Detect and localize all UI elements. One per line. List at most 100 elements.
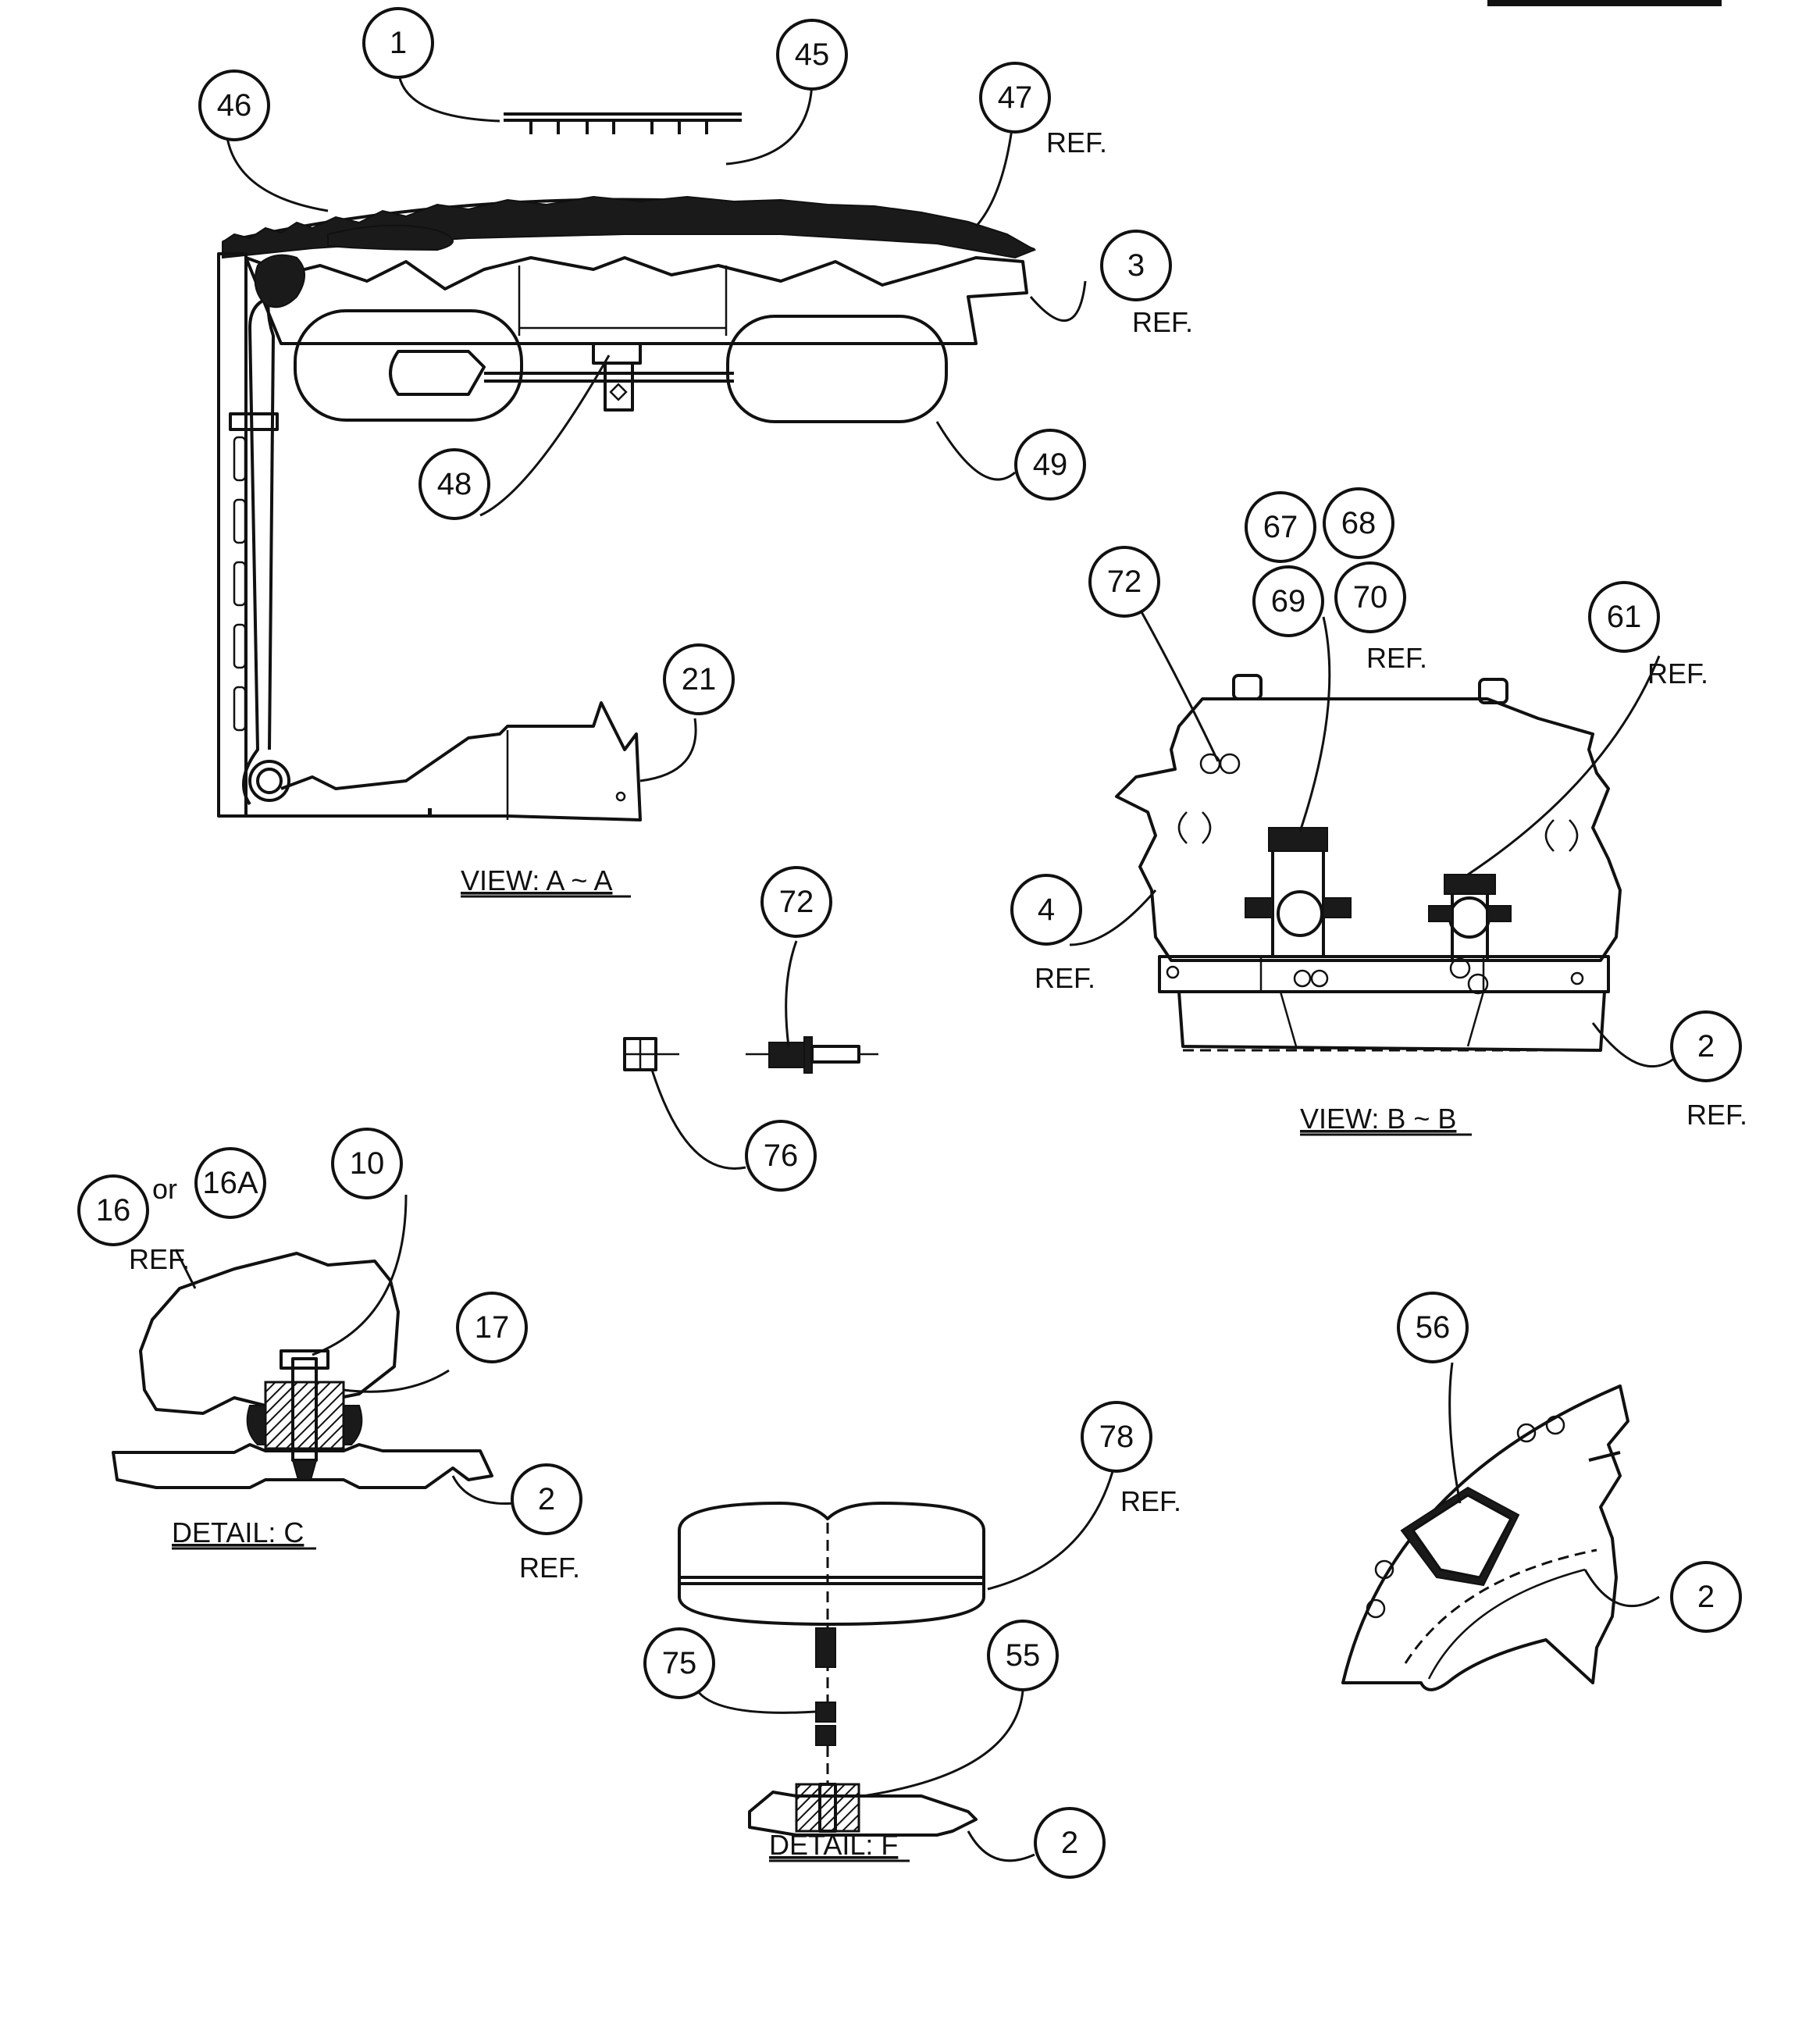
callout-label: 69	[1271, 584, 1306, 618]
base-pan-c	[112, 1443, 493, 1489]
ref-label-61: REF.	[1647, 657, 1708, 690]
callout-46: 46	[198, 69, 270, 141]
callout-label: 2	[538, 1482, 555, 1516]
ref-label-70: REF.	[1366, 642, 1427, 674]
callout-label: 1	[390, 26, 407, 60]
caption-detail-f: DETAIL: F	[769, 1829, 898, 1861]
ref-label-3: REF.	[1132, 306, 1193, 338]
caption-view-aa: VIEW: A ~ A	[461, 864, 612, 896]
view-bb-drawing	[1115, 674, 1622, 1052]
callout-67: 67	[1245, 491, 1316, 563]
callout-label: 49	[1033, 447, 1068, 482]
upper-housing	[244, 256, 1028, 345]
corner-mark	[1487, 0, 1722, 6]
compressor-78	[678, 1502, 985, 1626]
callout-2-detail-f: 2	[1034, 1807, 1106, 1879]
callout-55: 55	[987, 1620, 1059, 1691]
callout-label: 17	[475, 1310, 510, 1345]
callout-47: 47	[979, 62, 1051, 134]
callout-label: 45	[795, 37, 830, 72]
ref-label-4: REF.	[1035, 962, 1095, 994]
callout-label: 68	[1341, 506, 1377, 540]
callout-1: 1	[362, 7, 434, 79]
callout-label: 16	[96, 1193, 131, 1228]
ref-label-2-view-bb: REF.	[1686, 1099, 1747, 1131]
ref-label-78: REF.	[1120, 1485, 1181, 1517]
tank-right	[726, 315, 948, 423]
detail-f-drawing	[678, 1502, 985, 1837]
callout-10: 10	[331, 1128, 403, 1199]
callout-76: 76	[745, 1120, 817, 1192]
ref-label-16: REF.	[129, 1243, 190, 1275]
or-label: or	[152, 1173, 177, 1205]
callout-label: 47	[998, 80, 1033, 115]
callout-label: 70	[1353, 580, 1388, 615]
left-post	[217, 252, 248, 818]
base-pan-f	[748, 1791, 978, 1837]
callout-72-view-bb: 72	[1088, 546, 1160, 618]
callout-label: 61	[1607, 600, 1642, 634]
lower-housing	[280, 701, 642, 821]
callout-21: 21	[663, 643, 735, 715]
view-aa-drawing	[217, 112, 1037, 821]
callout-49: 49	[1014, 429, 1086, 501]
callout-label: 55	[1006, 1638, 1041, 1673]
nut-75	[815, 1702, 836, 1746]
callout-label: 2	[1061, 1826, 1078, 1860]
base-rail	[1158, 955, 1610, 993]
service-panel	[1115, 697, 1622, 962]
callout-2-base-pan: 2	[1670, 1561, 1742, 1633]
callout-label: 67	[1263, 510, 1298, 544]
callout-label: 48	[437, 467, 472, 501]
stud	[815, 1627, 836, 1668]
callout-label: 2	[1697, 1029, 1715, 1064]
leader-lines	[174, 66, 1676, 1862]
callout-label: 76	[764, 1139, 799, 1173]
caption-view-bb: VIEW: B ~ B	[1300, 1103, 1456, 1135]
ref-label-2-detail-c: REF.	[519, 1552, 580, 1584]
detail-c-drawing	[112, 1252, 493, 1489]
grommet-55	[795, 1783, 860, 1833]
callout-label: 21	[682, 662, 717, 697]
callout-label: 3	[1127, 248, 1145, 283]
compressor-foot	[139, 1252, 400, 1415]
callout-2-detail-c: 2	[511, 1463, 582, 1535]
callout-69: 69	[1252, 565, 1324, 637]
wire-harness	[242, 295, 282, 806]
callout-label: 72	[779, 885, 814, 919]
callout-16: 16	[77, 1174, 149, 1246]
callout-label: 16A	[202, 1166, 258, 1200]
caption-detail-c: DETAIL: C	[172, 1516, 304, 1548]
callout-3: 3	[1100, 230, 1172, 301]
callout-label: 78	[1099, 1420, 1134, 1454]
callout-4: 4	[1010, 874, 1082, 946]
parts-76-72	[623, 1036, 878, 1074]
tank-left	[294, 309, 523, 422]
callout-label: 10	[350, 1146, 385, 1181]
callout-2-view-bb: 2	[1670, 1010, 1742, 1082]
callout-72-part: 72	[760, 866, 832, 938]
callout-75: 75	[643, 1627, 715, 1699]
callout-label: 75	[662, 1646, 697, 1680]
grommet-17	[264, 1381, 345, 1450]
left-panel-louvers	[233, 436, 247, 732]
callout-45: 45	[776, 19, 848, 91]
callout-label: 72	[1107, 565, 1142, 599]
callout-78: 78	[1081, 1401, 1152, 1473]
callout-label: 4	[1038, 893, 1055, 927]
callout-17: 17	[456, 1292, 528, 1363]
callout-16A: 16A	[194, 1147, 266, 1219]
callout-56: 56	[1397, 1292, 1469, 1363]
grille-part	[504, 112, 742, 134]
callout-70: 70	[1334, 561, 1406, 633]
ref-label-47: REF.	[1046, 127, 1107, 159]
base-pan-curved	[1341, 1384, 1629, 1691]
valve-core-72	[746, 1036, 878, 1074]
service-valve-69	[1245, 827, 1352, 958]
callout-label: 46	[217, 88, 252, 123]
bolt-head-10	[280, 1349, 329, 1370]
coil-top-fins	[222, 195, 1037, 259]
service-valve-61	[1428, 874, 1512, 962]
callout-48: 48	[418, 448, 490, 520]
